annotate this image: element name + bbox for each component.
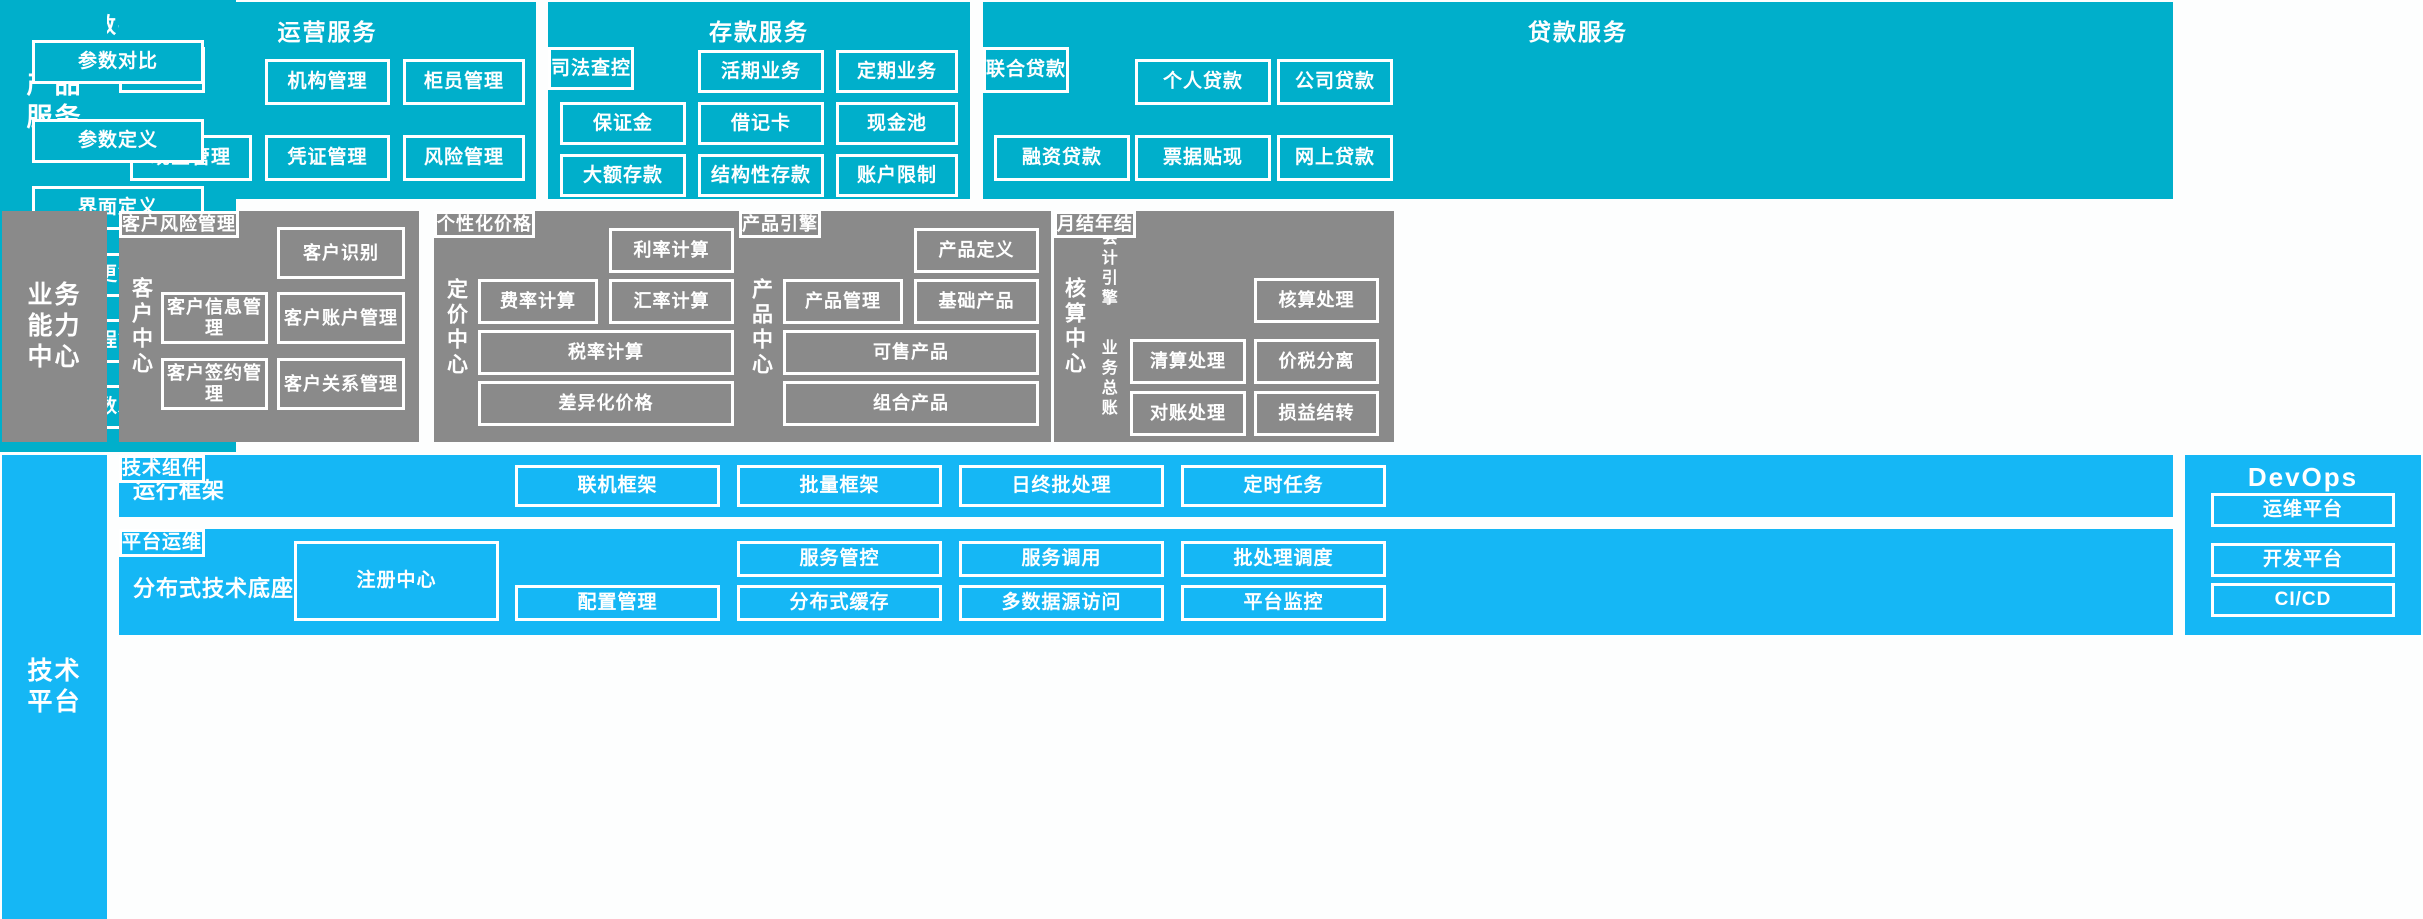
center-label-customer: 客户中心 xyxy=(129,277,153,377)
group-title-devops: DevOps xyxy=(2247,462,2359,492)
capability-item[interactable]: 客户信息管理 xyxy=(161,292,268,344)
sub-label-accounting-engine: 会计引擎 xyxy=(1098,229,1116,309)
capability-item[interactable]: 税率计算 xyxy=(478,330,734,375)
capability-item[interactable]: 客户识别 xyxy=(277,227,405,279)
service-item[interactable]: 定期业务 xyxy=(836,50,958,93)
service-item[interactable]: 网上贷款 xyxy=(1277,135,1393,181)
framework-item[interactable]: 批量框架 xyxy=(737,465,942,507)
service-item[interactable]: 大额存款 xyxy=(560,154,686,197)
capability-item[interactable]: 产品管理 xyxy=(783,279,903,324)
row-technical-platform: 技术 平台 运行框架 联机框架 批量框架 日终批处理 定时任务 技术组件 分布式… xyxy=(0,455,2423,919)
group-accounting-center: 核算中心 会计引擎 业务总账 核算处理 清算处理 价税分离 对账处理 损益结转 … xyxy=(1054,211,1394,442)
group-distributed-base: 分布式技术底座 注册中心 服务管控 服务调用 批处理调度 配置管理 分布式缓存 … xyxy=(119,529,2173,635)
registry-center-item[interactable]: 注册中心 xyxy=(294,541,499,621)
framework-item[interactable]: 日终批处理 xyxy=(959,465,1164,507)
service-item[interactable]: 公司贷款 xyxy=(1277,59,1393,105)
framework-item[interactable]: 技术组件 xyxy=(119,455,206,483)
group-deposit-services: 存款服务 活期业务 定期业务 保证金 借记卡 现金池 大额存款 结构性存款 账户… xyxy=(548,2,970,199)
parameter-item[interactable]: 参数定义 xyxy=(32,119,204,163)
group-product-center: 产品中心 产品定义 产品管理 基础产品 可售产品 组合产品 产品引擎 xyxy=(739,211,1051,442)
base-item[interactable]: 配置管理 xyxy=(515,585,720,621)
group-title-loan-services: 贷款服务 xyxy=(1528,19,1628,45)
parameter-item[interactable]: 参数对比 xyxy=(32,40,204,84)
base-item[interactable]: 多数据源访问 xyxy=(959,585,1164,621)
service-item[interactable]: 现金池 xyxy=(836,102,958,145)
capability-item[interactable]: 客户风险管理 xyxy=(119,211,239,238)
service-item[interactable]: 融资贷款 xyxy=(994,135,1130,181)
base-item[interactable]: 服务调用 xyxy=(959,541,1164,577)
row-label-product-services: 产品 服务 xyxy=(2,2,107,199)
capability-item[interactable]: 价税分离 xyxy=(1254,339,1379,384)
capability-item[interactable]: 损益结转 xyxy=(1254,391,1379,436)
group-title-operation-services: 运营服务 xyxy=(277,19,378,45)
devops-item[interactable]: CI/CD xyxy=(2211,583,2395,617)
service-item[interactable]: 联合贷款 xyxy=(983,47,1070,93)
service-item[interactable]: 司法查控 xyxy=(548,47,635,90)
framework-item[interactable]: 定时任务 xyxy=(1181,465,1386,507)
group-pricing-center: 定价中心 利率计算 费率计算 汇率计算 税率计算 差异化价格 个性化价格 xyxy=(434,211,746,442)
framework-item[interactable]: 联机框架 xyxy=(515,465,720,507)
base-item[interactable]: 平台运维 xyxy=(119,529,206,557)
service-item[interactable]: 票据贴现 xyxy=(1135,135,1271,181)
capability-item[interactable]: 产品定义 xyxy=(914,228,1039,273)
row-product-services: 产品 服务 运营服务 机构管理 柜员管理 现金管理 凭证管理 风险管理 辅助交易… xyxy=(0,0,2423,452)
center-label-pricing: 定价中心 xyxy=(444,277,468,378)
service-item[interactable]: 活期业务 xyxy=(698,50,824,93)
capability-item[interactable]: 差异化价格 xyxy=(478,381,734,426)
row-label-business-capability: 业务 能力 中心 xyxy=(2,211,107,442)
row-label-technical-platform: 技术 平台 xyxy=(2,455,107,919)
capability-item[interactable]: 基础产品 xyxy=(914,279,1039,324)
service-item[interactable]: 柜员管理 xyxy=(403,59,525,105)
base-item[interactable]: 批处理调度 xyxy=(1181,541,1386,577)
group-devops: DevOps 开发平台 CI/CD 运维平台 xyxy=(2185,455,2421,635)
capability-item[interactable]: 可售产品 xyxy=(783,330,1039,375)
row-business-capability: 业务 能力 中心 客户中心 客户识别 客户信息管理 客户账户管理 客户签约管理 … xyxy=(0,211,2423,442)
capability-item[interactable]: 客户账户管理 xyxy=(277,292,405,344)
center-label-accounting: 核算中心 xyxy=(1062,277,1086,377)
service-item[interactable]: 机构管理 xyxy=(265,59,390,105)
group-running-framework: 运行框架 联机框架 批量框架 日终批处理 定时任务 技术组件 xyxy=(119,455,2173,517)
service-item[interactable]: 结构性存款 xyxy=(698,154,824,197)
group-customer-center: 客户中心 客户识别 客户信息管理 客户账户管理 客户签约管理 客户关系管理 客户… xyxy=(119,211,419,442)
row-label-business-capability-text: 业务 能力 中心 xyxy=(27,280,82,372)
capability-item[interactable]: 清算处理 xyxy=(1130,339,1246,384)
base-item[interactable]: 服务管控 xyxy=(737,541,942,577)
service-item[interactable]: 保证金 xyxy=(560,102,686,145)
devops-item[interactable]: 运维平台 xyxy=(2211,493,2395,527)
group-title-deposit-services: 存款服务 xyxy=(709,19,809,45)
capability-item[interactable]: 客户签约管理 xyxy=(161,358,268,410)
group-operation-services: 运营服务 机构管理 柜员管理 现金管理 凭证管理 风险管理 辅助交易 xyxy=(119,2,536,199)
service-item[interactable]: 借记卡 xyxy=(698,102,824,145)
base-item[interactable]: 分布式缓存 xyxy=(737,585,942,621)
capability-item[interactable]: 核算处理 xyxy=(1254,278,1379,323)
capability-item[interactable]: 月结年结 xyxy=(1054,211,1136,238)
capability-item[interactable]: 汇率计算 xyxy=(609,279,734,324)
service-item[interactable]: 账户限制 xyxy=(836,154,958,197)
base-item[interactable]: 平台监控 xyxy=(1181,585,1386,621)
capability-item[interactable]: 利率计算 xyxy=(609,228,734,273)
group-loan-services: 贷款服务 个人贷款 公司贷款 融资贷款 票据贴现 网上贷款 联合贷款 xyxy=(983,2,2173,199)
capability-item[interactable]: 客户关系管理 xyxy=(277,358,405,410)
service-item[interactable]: 风险管理 xyxy=(403,135,525,181)
sub-label-business-ledger: 业务总账 xyxy=(1098,338,1116,419)
service-item[interactable]: 个人贷款 xyxy=(1135,59,1271,105)
center-label-product: 产品中心 xyxy=(749,277,773,378)
capability-item[interactable]: 产品引擎 xyxy=(739,211,821,238)
capability-item[interactable]: 个性化价格 xyxy=(434,211,535,238)
capability-item[interactable]: 组合产品 xyxy=(783,381,1039,426)
service-item[interactable]: 凭证管理 xyxy=(265,135,390,181)
devops-item[interactable]: 开发平台 xyxy=(2211,543,2395,577)
group-label-distributed-base: 分布式技术底座 xyxy=(133,576,295,601)
row-label-technical-platform-text: 技术 平台 xyxy=(27,656,82,716)
capability-item[interactable]: 费率计算 xyxy=(478,279,598,324)
capability-item[interactable]: 对账处理 xyxy=(1130,391,1246,436)
